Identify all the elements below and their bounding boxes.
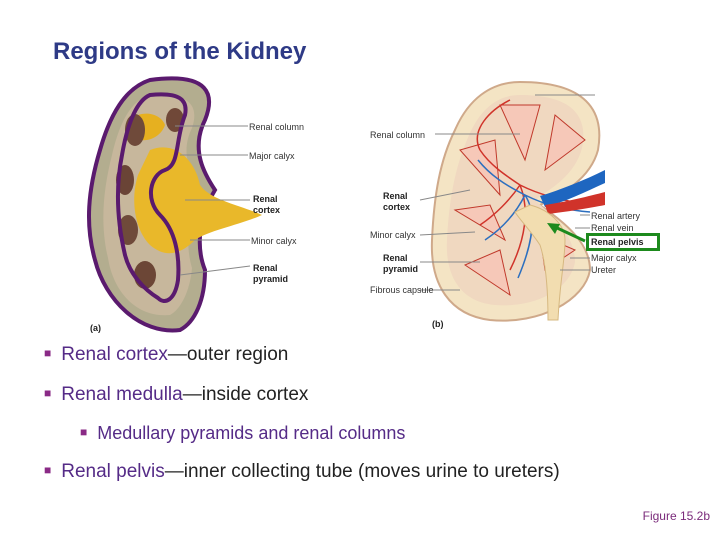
- label-b-renal-vein: Renal vein: [591, 223, 634, 233]
- bullet-marker-icon: ■: [80, 425, 88, 439]
- bullet-term: Renal medulla: [61, 384, 183, 405]
- label-b-fibrous-capsule: Fibrous capsule: [370, 285, 434, 295]
- bullet-marker-icon: ■: [44, 463, 52, 477]
- bullet-term: Renal pelvis: [61, 461, 165, 482]
- label-a-major-calyx: Major calyx: [249, 151, 295, 161]
- bullet-term: Medullary pyramids: [97, 423, 254, 443]
- label-b-renal-pelvis: Renal pelvis: [591, 237, 644, 247]
- bullet-renal-medulla: ■ Renal medulla—inside cortex: [44, 384, 308, 406]
- renal-pelvis-highlight-box: [586, 233, 660, 251]
- bullet-renal-cortex: ■ Renal cortex—outer region: [44, 344, 288, 366]
- bullet-text: —inner collecting tube (moves urine to u…: [164, 461, 560, 482]
- bullet-marker-icon: ■: [44, 386, 52, 400]
- label-a-renal-pyramid-line1: Renal: [253, 263, 278, 273]
- bullet-renal-pelvis: ■ Renal pelvis—inner collecting tube (mov…: [44, 461, 560, 483]
- bullet-text: and renal columns: [253, 423, 406, 443]
- label-b-renal-cortex-line2: cortex: [383, 202, 411, 212]
- label-a-renal-pyramid-line2: pyramid: [253, 274, 289, 284]
- label-b-renal-artery: Renal artery: [591, 211, 641, 221]
- inner-outline: [116, 92, 188, 303]
- label-b-renal-column: Renal column: [370, 130, 426, 140]
- label-b-major-calyx: Major calyx: [591, 253, 637, 263]
- bullet-text: —outer region: [167, 344, 289, 365]
- bullet-text: —inside cortex: [182, 384, 309, 405]
- label-b-renal-pyramid-line1: Renal: [383, 253, 408, 263]
- label-a-renal-cortex-line2: cortex: [253, 205, 281, 215]
- label-b-ureter: Ureter: [591, 265, 617, 275]
- figure-reference: Figure 15.2b: [642, 509, 710, 523]
- figure-a-tag: (a): [90, 323, 101, 333]
- figure-b-tag: (b): [432, 319, 444, 329]
- label-a-minor-calyx: Minor calyx: [251, 236, 297, 246]
- page-title: Regions of the Kidney: [53, 38, 307, 65]
- label-a-renal-cortex-line1: Renal: [253, 194, 278, 204]
- label-a-renal-column: Renal column: [249, 122, 305, 132]
- label-b-renal-pyramid-line2: pyramid: [383, 264, 419, 274]
- bullet-marker-icon: ■: [44, 346, 52, 360]
- bullet-term: Renal cortex: [61, 344, 168, 365]
- label-b-minor-calyx: Minor calyx: [370, 230, 416, 240]
- bullet-medullary-pyramids: ■ Medullary pyramids and renal columns: [80, 423, 405, 444]
- label-b-renal-cortex-line1: Renal: [383, 191, 408, 201]
